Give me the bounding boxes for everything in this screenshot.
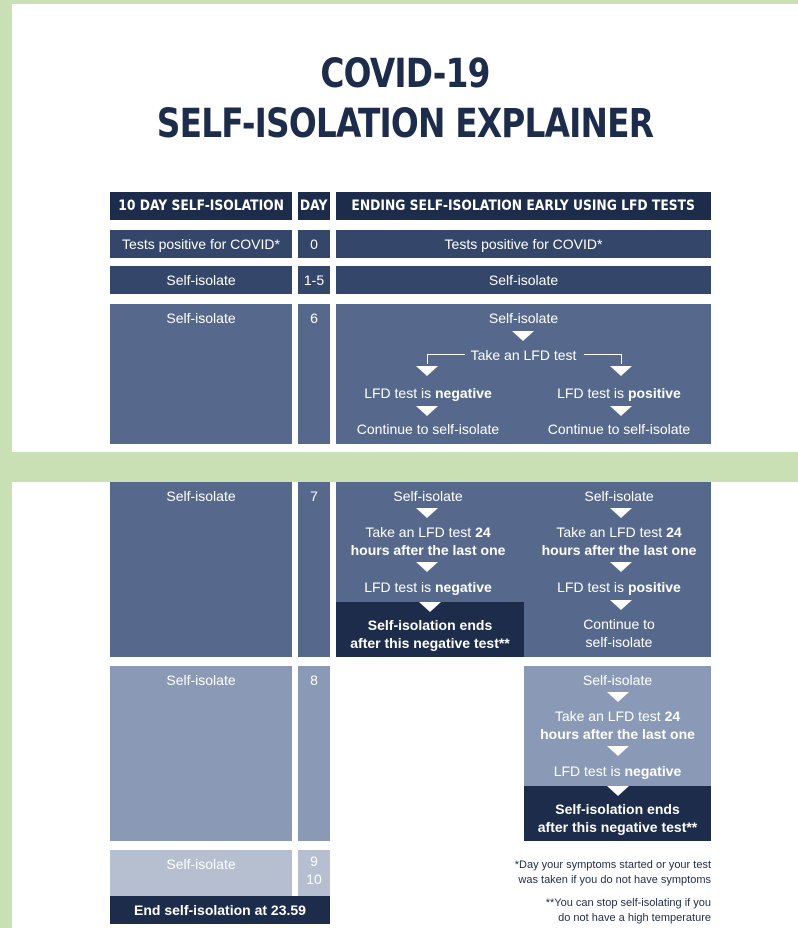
arrow-down-icon: [416, 508, 438, 518]
title-line-1: COVID-19: [320, 51, 490, 97]
row7-left: Self-isolate: [110, 482, 292, 657]
row9-day10: 10: [306, 871, 322, 887]
row8-end-box: Self-isolation ends after this negative …: [524, 786, 711, 841]
row8-top: Self-isolate: [582, 672, 653, 688]
explainer-top-panel: COVID-19 SELF-ISOLATION EXPLAINER 10 DAY…: [12, 4, 798, 452]
row8-neg: LFD test is negative: [553, 763, 682, 779]
row0-day: 0: [298, 230, 330, 258]
row6-cont-left: Continue to self-isolate: [356, 421, 500, 437]
row7-a-end-box: Self-isolation ends after this negative …: [336, 602, 524, 657]
arrow-down-icon: [610, 508, 632, 518]
row8-flow: [524, 666, 711, 786]
row8-day: 8: [298, 666, 330, 841]
arrow-down-icon: [419, 602, 441, 612]
row1-left: Self-isolate: [110, 266, 292, 294]
row7-a-end1: Self-isolation ends: [367, 616, 493, 633]
row6-cont-right: Continue to self-isolate: [547, 421, 691, 437]
branch-line-left: [427, 354, 465, 355]
row7-b-pos: LFD test is positive: [557, 579, 681, 595]
arrow-down-icon: [610, 406, 632, 416]
row9-left: Self-isolate: [110, 850, 292, 896]
row6-pos-text: LFD test is positive: [557, 385, 681, 401]
row6-day: 6: [298, 304, 330, 444]
row7-a-take1: Take an LFD test 24: [365, 524, 491, 540]
arrow-down-icon: [512, 331, 534, 341]
arrow-down-icon: [610, 600, 632, 610]
branch-line-right: [584, 354, 622, 355]
arrow-down-icon: [416, 366, 438, 376]
row8-end2: after this negative test**: [537, 818, 698, 835]
row6-flow: [336, 304, 711, 444]
arrow-down-icon: [416, 562, 438, 572]
row7-b-take2: hours after the last one: [541, 542, 697, 558]
row8-take1: Take an LFD test 24: [554, 708, 681, 724]
row7-a-neg: LFD test is negative: [364, 579, 492, 595]
row8-left: Self-isolate: [110, 666, 292, 841]
row8-take2: hours after the last one: [540, 726, 695, 742]
footnote-2: **You can stop self-isolating if you do …: [432, 896, 711, 926]
row6-take-text: Take an LFD test: [470, 347, 577, 363]
arrow-down-icon: [416, 406, 438, 416]
footnote-1: *Day your symptoms started or your test …: [432, 858, 711, 888]
row7-b-cont2: self-isolate: [585, 634, 653, 650]
arrow-down-icon: [607, 692, 629, 702]
arrow-down-icon: [610, 562, 632, 572]
arrow-down-icon: [607, 786, 629, 796]
row6-left: Self-isolate: [110, 304, 292, 444]
row7-b-take1: Take an LFD test 24: [556, 524, 682, 540]
footnote-1-line-2: was taken if you do not have symptoms: [518, 874, 711, 886]
row9-day: 9 10: [298, 850, 330, 896]
header-day: DAY: [298, 192, 330, 220]
row9-day9: 9: [310, 853, 318, 869]
header-ten-day: 10 DAY SELF-ISOLATION: [110, 192, 292, 220]
row1-day: 1-5: [298, 266, 330, 294]
arrow-down-icon: [610, 366, 632, 376]
row6-neg-text: LFD test is negative: [364, 385, 492, 401]
row8-end1: Self-isolation ends: [555, 800, 680, 817]
row7-day: 7: [298, 482, 330, 657]
title-line-2: SELF-ISOLATION EXPLAINER: [156, 101, 654, 147]
footnote-2-line-2: do not have a high temperature: [558, 912, 711, 924]
row7-a-top: Self-isolate: [393, 488, 463, 504]
row7-a-end2: after this negative test**: [350, 634, 510, 651]
footnote-2-line-1: **You can stop self-isolating if you: [545, 897, 711, 909]
row7-a-take2: hours after the last one: [350, 542, 506, 558]
branch-line-right-down: [621, 354, 622, 364]
arrow-down-icon: [607, 746, 629, 756]
row1-right: Self-isolate: [336, 266, 711, 294]
branch-line-left-down: [427, 354, 428, 364]
row7-b-cont1: Continue to: [583, 616, 655, 632]
explainer-bottom-panel: Self-isolate 7 Self-isolate Take an LFD …: [12, 482, 798, 928]
row0-right: Tests positive for COVID*: [336, 230, 711, 258]
footnote-1-line-1: *Day your symptoms started or your test: [514, 859, 711, 871]
row7-b-top: Self-isolate: [584, 488, 654, 504]
end-self-isolation-box: End self-isolation at 23.59: [110, 896, 330, 924]
row6-top-text: Self-isolate: [488, 310, 559, 326]
header-early: ENDING SELF-ISOLATION EARLY USING LFD TE…: [336, 192, 711, 220]
row0-left: Tests positive for COVID*: [110, 230, 292, 258]
